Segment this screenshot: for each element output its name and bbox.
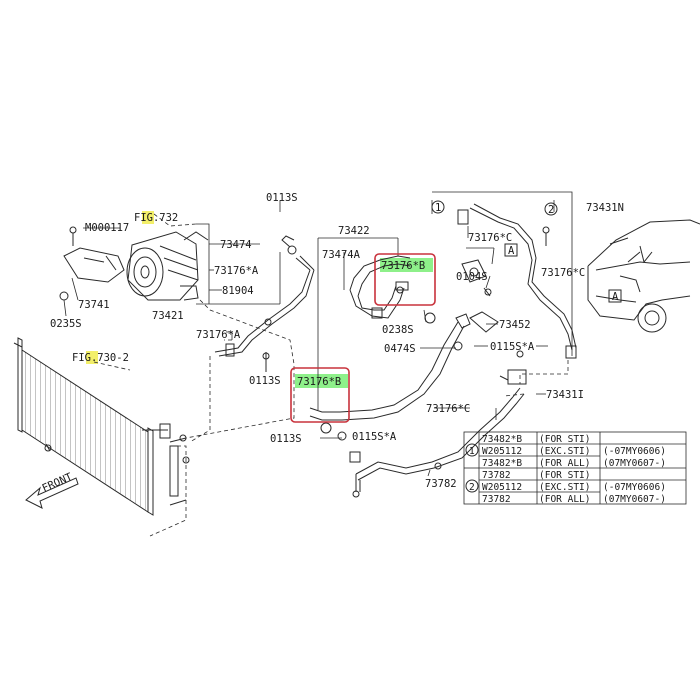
0113s-mid-label: 0113S <box>249 375 281 387</box>
table-row-4-date: (-07MY0606) <box>603 482 666 493</box>
73431n-label: 73431N <box>586 202 624 214</box>
callouts <box>290 253 436 423</box>
0115sa-2-label: 0115S*A <box>352 431 397 443</box>
box-a-diagram <box>504 243 518 257</box>
pressure-hose-b <box>349 255 436 324</box>
callout-suction-hose-b <box>290 367 350 423</box>
73421-label: 73421 <box>152 310 184 322</box>
table-row-6-date: (07MY0607-) <box>603 494 666 505</box>
box-a-car <box>608 289 622 303</box>
table-row-3-part: 73482*B <box>482 458 522 469</box>
circle-marker-1-table <box>465 443 479 457</box>
table-row-6-spec: (FOR ALL) <box>539 494 590 505</box>
0113s-top-label: 0113S <box>266 192 298 204</box>
73176c-2-label: 73176*C <box>541 267 585 279</box>
suction-hose-b <box>309 313 471 441</box>
0113s-low-label: 0113S <box>270 433 302 445</box>
highlight-layer <box>86 211 433 388</box>
circle-marker-2-table <box>465 479 479 493</box>
dashed-routing <box>93 213 569 537</box>
circle-marker-2-diagram <box>544 202 558 216</box>
73741-label: 73741 <box>78 299 110 311</box>
table-row-1-date: (-07MY0606) <box>603 446 666 457</box>
table-row-5-part: W205112 <box>482 482 522 493</box>
pipe-73431i <box>349 369 527 498</box>
73431i-label: 73431I <box>546 389 584 401</box>
pressure-hose-b-highlight <box>295 374 348 388</box>
labels: FIG.732 M000117 73741 0235S 0113S 73474 … <box>40 192 624 495</box>
circle2-text: 2 <box>548 204 554 216</box>
73176c-3-label: 73176*C <box>426 403 470 415</box>
table-row-1-part: 73482*B <box>482 434 522 445</box>
fig732-highlight <box>142 211 154 224</box>
condenser <box>13 337 190 516</box>
m000117-label: M000117 <box>85 222 129 234</box>
0238s-label: 0238S <box>382 324 414 336</box>
table-row-4-part: 73782 <box>482 470 511 481</box>
73176c-1-label: 73176*C <box>468 232 512 244</box>
73422-label: 73422 <box>338 225 370 237</box>
circle-marker-1-diagram <box>431 200 445 214</box>
73782-label: 73782 <box>425 478 457 490</box>
front-arrow-icon <box>25 477 79 509</box>
0235s-label: 0235S <box>50 318 82 330</box>
table-row-6-part: 73782 <box>482 494 511 505</box>
fig730-highlight <box>86 351 98 364</box>
parts-table-frame <box>463 431 687 505</box>
73474-label: 73474 <box>220 239 252 251</box>
0474s-label: 0474S <box>384 343 416 355</box>
car-outline <box>587 219 700 333</box>
table-group-1-marker: 1 <box>469 446 475 457</box>
0115sa-1-label: 0115S*A <box>490 341 535 353</box>
fig730-label: FIG.730-2 <box>72 352 129 364</box>
table-group-2-marker: 2 <box>469 482 475 493</box>
box-a-text: A <box>508 245 515 257</box>
73474a-label: 73474A <box>322 249 361 261</box>
73176a-2-label: 73176*A <box>196 329 241 341</box>
table-row-4-spec: (FOR STI) <box>539 470 590 481</box>
markers <box>431 200 622 493</box>
compressor <box>59 226 209 301</box>
73452-label: 73452 <box>499 319 531 331</box>
pipe-73431n <box>453 203 577 359</box>
leader-lines <box>63 191 573 477</box>
table-row-5-spec: (EXC.STI) <box>539 482 590 493</box>
73176a-1-label: 73176*A <box>214 265 259 277</box>
box-a-car-text: A <box>612 291 619 303</box>
parts-table: 1 2 73482*B (FOR STI) (-07MY0606) W20511… <box>469 434 666 505</box>
callout-pressure-hose-b <box>374 253 436 306</box>
0104s-label: 0104S <box>456 271 488 283</box>
81904-label: 81904 <box>222 285 254 297</box>
suction-hose-b-label: 73176*B <box>297 376 341 388</box>
fig732-label: FIG.732 <box>134 212 178 224</box>
suction-line-assembly <box>214 235 315 372</box>
table-row-3-spec: (FOR ALL) <box>539 458 590 469</box>
circle1-text: 1 <box>435 202 441 214</box>
table-row-2-spec: (EXC.STI) <box>539 446 590 457</box>
table-row-2-part: W205112 <box>482 446 522 457</box>
pressure-hose-b-label: 73176*B <box>381 260 425 272</box>
table-row-1-spec: (FOR STI) <box>539 434 590 445</box>
table-row-3-date: (07MY0607-) <box>603 458 666 469</box>
